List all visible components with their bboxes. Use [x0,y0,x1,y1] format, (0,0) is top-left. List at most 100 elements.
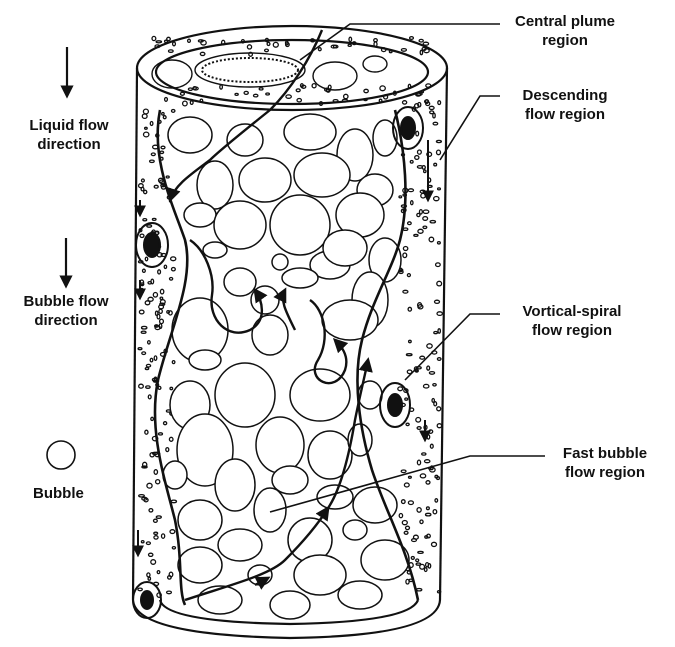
bubble-flow-label-line1: Bubble flow [10,292,122,311]
descending-flow-label: Descending flow region [500,86,630,124]
wall-dot [166,448,169,452]
wall-dot [399,514,402,518]
bubble [198,586,242,614]
bubble [224,268,256,296]
wall-dot [402,500,406,504]
bubble [252,315,288,355]
bubble [323,230,367,266]
wall-dot [415,156,419,160]
wall-dot [408,189,413,192]
bubble [189,350,221,370]
wall-dot [154,536,158,539]
wall-dot [138,588,142,591]
wall-dot [433,113,435,118]
wall-dot [423,217,428,221]
bubble [214,201,266,249]
wall-dot [139,310,144,314]
wall-dot [141,541,144,543]
wall-dot [150,122,153,126]
wall-dot [403,247,407,251]
wall-dot [143,219,147,221]
liquid-flow-label-line1: Liquid flow [14,116,124,135]
wall-dot [435,300,440,303]
wall-dot [438,101,441,105]
wall-dot [147,573,150,577]
wall-dot [430,221,435,223]
wall-dot [426,481,430,484]
wall-dot [408,222,412,225]
wall-dot [410,161,413,164]
wall-dot [151,417,154,420]
wall-dot [423,210,429,213]
wall-dot [161,146,165,149]
bubble [254,488,286,532]
wall-dot [418,551,423,553]
wall-dot [416,559,419,562]
wall-dot [437,358,441,361]
wall-dot [422,453,426,455]
wall-dot [435,499,438,502]
wall-dot [172,110,175,113]
wall-dot [140,234,144,237]
bubble [184,203,216,227]
wall-dot [183,101,188,106]
wall-dot [159,309,162,313]
wall-dot [437,281,442,286]
wall-dot [420,520,423,524]
wall-dot [433,384,436,386]
wall-dot [433,510,437,514]
wall-dot [432,542,437,546]
wall-dot [438,188,441,190]
wall-dot [420,356,425,359]
wall-dot [410,37,414,40]
central-plume-label-line2: region [500,31,630,50]
wall-dot [427,344,432,348]
legend-bubble-icon [47,441,75,469]
wall-dot [163,116,166,119]
wall-dot [162,113,164,116]
wall-dot [417,508,421,513]
wall-dot [418,150,422,154]
wall-dot [429,430,433,433]
wall-dot [404,531,408,534]
wall-dot [403,228,408,230]
wall-dot [406,526,410,529]
wall-dot [152,218,156,220]
wall-dot [154,377,156,381]
wall-dot [145,257,147,261]
fast-bubble-label: Fast bubble flow region [540,444,670,482]
bubble [282,268,318,288]
wall-dot [420,564,425,569]
wall-dot [141,331,146,333]
column-right-wall [440,68,447,600]
wall-dot [165,98,168,102]
wall-dot [417,213,420,216]
wall-dot [411,557,414,560]
liquid-flow-label-line2: direction [14,135,124,154]
wall-dot [424,170,426,173]
wall-dot [424,384,429,388]
wall-dot [157,314,160,319]
wall-dot [403,101,407,104]
wall-dot [145,127,148,129]
vortical-spiral-label: Vortical-spiral flow region [498,302,646,340]
wall-dot [434,402,437,406]
wall-dot [172,361,175,364]
wall-dot [141,187,144,191]
wall-dot [154,519,158,522]
wall-dot [405,398,408,400]
wall-dot [153,293,157,298]
wall-dot [427,366,430,370]
wall-dot [160,297,163,299]
bubble [270,591,310,619]
wall-dot [437,312,442,316]
wall-dot [398,387,403,391]
spiral-path-mid-arrow [320,508,328,520]
wall-dot [433,122,438,125]
wall-dot [154,356,157,360]
wall-dot [143,109,148,114]
wall-dot [158,386,161,389]
wall-dot [423,226,427,228]
wall-dot [435,475,438,478]
wall-dot [437,424,441,428]
